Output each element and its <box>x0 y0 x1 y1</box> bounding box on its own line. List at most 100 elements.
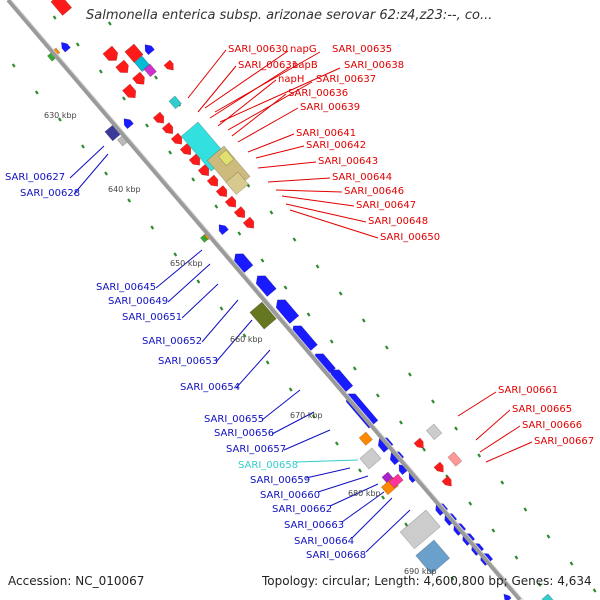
gene-label[interactable]: SARI_00665 <box>512 404 572 415</box>
gene-shape <box>275 299 300 324</box>
leader-line <box>215 319 253 363</box>
tick-dash <box>98 69 103 74</box>
gene-label[interactable]: SARI_00652 <box>142 336 202 347</box>
tick-dash <box>546 534 551 539</box>
gene-label[interactable]: SARI_00638 <box>344 60 404 71</box>
gene-label[interactable]: SARI_00667 <box>534 436 594 447</box>
tick-dash <box>265 360 270 365</box>
gene-label[interactable]: napH <box>278 74 304 85</box>
tick-dash <box>260 258 265 263</box>
gene-label[interactable]: SARI_00654 <box>180 382 240 393</box>
gene-shape <box>206 174 219 187</box>
gene-label[interactable]: SARI_00635 <box>332 44 392 55</box>
gene-label[interactable]: SARI_00645 <box>96 282 156 293</box>
gene-label[interactable]: SARI_00648 <box>368 216 428 227</box>
gene-label[interactable]: SARI_00651 <box>122 312 182 323</box>
leader-line <box>295 459 359 463</box>
gene-label[interactable]: SARI_00641 <box>296 128 356 139</box>
gene-label[interactable]: napB <box>292 60 318 71</box>
tick-dash <box>407 372 412 377</box>
gene-shape <box>144 44 155 56</box>
tick-dash <box>122 96 126 101</box>
gene-label[interactable]: SARI_00637 <box>316 74 376 85</box>
tick-dash <box>104 171 108 176</box>
gene-shape <box>358 431 373 446</box>
leader-line <box>479 425 521 453</box>
leader-line <box>271 411 315 435</box>
gene-label[interactable]: SARI_00642 <box>306 140 366 151</box>
gene-shape <box>249 301 277 330</box>
gene-label[interactable]: SARI_00664 <box>294 536 354 547</box>
gene-arrow <box>61 41 71 53</box>
gene-label[interactable]: SARI_00661 <box>498 385 558 396</box>
leader-line <box>457 391 497 417</box>
gene-label[interactable]: SARI_00646 <box>344 186 404 197</box>
gene-box <box>541 593 558 600</box>
tick-dash <box>145 123 149 128</box>
gene-shape <box>388 473 404 489</box>
leader-line <box>257 161 317 169</box>
tick-label: 640 kbp <box>108 185 141 194</box>
gene-shape <box>447 451 463 467</box>
gene-label[interactable]: napG <box>290 44 317 55</box>
gene-label[interactable]: SARI_00650 <box>380 232 440 243</box>
gene-label[interactable]: SARI_00662 <box>272 504 332 515</box>
tick-dash <box>306 312 311 317</box>
gene-label[interactable]: SARI_00660 <box>260 490 320 501</box>
gene-box <box>218 149 235 166</box>
leader-line <box>351 497 393 539</box>
leader-line <box>201 299 239 343</box>
gene-label[interactable]: SARI_00636 <box>288 88 348 99</box>
tick-dash <box>315 264 320 269</box>
gene-label[interactable]: SARI_00644 <box>332 172 392 183</box>
gene-label[interactable]: SARI_00658 <box>238 460 298 471</box>
gene-label[interactable]: SARI_00628 <box>20 188 80 199</box>
tick-dash <box>283 285 288 290</box>
leader-line <box>267 177 331 183</box>
gene-label[interactable]: SARI_00627 <box>5 172 65 183</box>
gene-arrow <box>206 174 219 187</box>
gene-shape <box>426 423 443 440</box>
tick-dash <box>214 204 219 209</box>
gene-label[interactable]: SARI_00653 <box>158 356 218 367</box>
accession-text: Accession: NC_010067 <box>8 574 145 588</box>
gene-shape <box>124 43 144 63</box>
gene-label[interactable]: SARI_00659 <box>250 475 310 486</box>
tick-dash <box>81 144 85 149</box>
leader-line <box>73 153 109 195</box>
gene-label[interactable]: SARI_00649 <box>108 296 168 307</box>
tick-dash <box>592 588 597 593</box>
tick-dash <box>431 399 435 404</box>
gene-label[interactable]: SARI_00657 <box>226 444 286 455</box>
gene-shape <box>415 539 450 575</box>
leader-line <box>289 209 379 239</box>
gene-label[interactable]: SARI_00656 <box>214 428 274 439</box>
tick-dash <box>269 210 274 215</box>
tick-dash <box>237 231 242 236</box>
tick-dash <box>34 90 39 95</box>
gene-arrow <box>197 164 210 177</box>
gene-shape <box>218 149 235 166</box>
gene-shape <box>161 122 174 135</box>
gene-label[interactable]: SARI_00639 <box>300 102 360 113</box>
tick-dash <box>384 345 389 350</box>
gene-label[interactable]: SARI_00643 <box>318 156 378 167</box>
tick-dash <box>52 15 57 20</box>
gene-label[interactable]: SARI_00631 <box>238 60 298 71</box>
tick-label: 680 kbp <box>348 489 381 498</box>
genome-backbone <box>6 0 522 600</box>
gene-label[interactable]: SARI_00630 <box>228 44 288 55</box>
tick-label: 630 kbp <box>44 111 77 120</box>
gene-label[interactable]: SARI_00663 <box>284 520 344 531</box>
gene-label[interactable]: SARI_00666 <box>522 420 582 431</box>
gene-label[interactable]: SARI_00668 <box>306 550 366 561</box>
gene-shape <box>170 132 183 145</box>
tick-dash <box>150 225 155 230</box>
leader-line <box>231 93 287 137</box>
gene-label[interactable]: SARI_00647 <box>356 200 416 211</box>
gene-box <box>415 539 450 575</box>
gene-label[interactable]: SARI_00655 <box>204 414 264 425</box>
tick-dash <box>329 339 334 344</box>
